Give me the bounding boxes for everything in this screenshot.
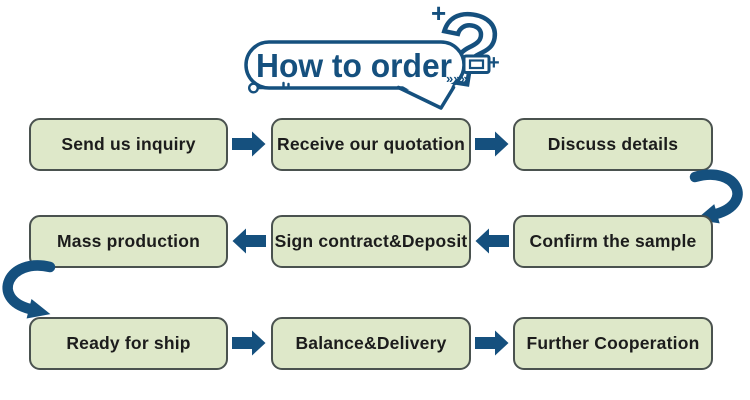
arrow-right-icon bbox=[475, 330, 509, 356]
curved-arrow-down-right-icon bbox=[2, 260, 56, 319]
monitor-screen bbox=[468, 59, 485, 70]
arrow-right-icon bbox=[232, 330, 266, 356]
monitor-icon bbox=[462, 54, 491, 74]
step-confirm-the-sample: Confirm the sample bbox=[513, 215, 713, 268]
step-balance-delivery: Balance&Delivery bbox=[271, 317, 471, 370]
key-icon bbox=[247, 81, 293, 94]
page-title: How to order bbox=[256, 47, 452, 84]
step-label: Balance&Delivery bbox=[295, 333, 447, 353]
step-mass-production: Mass production bbox=[29, 215, 228, 268]
step-label: Sign contract&Deposit bbox=[274, 231, 468, 251]
step-label: Ready for ship bbox=[66, 333, 191, 353]
monitor-outline bbox=[462, 54, 491, 74]
step-ready-for-ship: Ready for ship bbox=[29, 317, 228, 370]
step-sign-contract-deposit: Sign contract&Deposit bbox=[271, 215, 471, 268]
speech-bubble: How to order bbox=[244, 40, 466, 110]
step-label: Discuss details bbox=[547, 134, 679, 154]
speech-bubble-tail bbox=[396, 85, 456, 110]
title-group: ? How to order + + »»» bbox=[244, 0, 509, 112]
step-label: Mass production bbox=[56, 231, 200, 251]
arrow-right-icon bbox=[475, 131, 509, 157]
arrow-left-icon bbox=[475, 228, 509, 254]
step-label: Confirm the sample bbox=[529, 231, 697, 251]
arrow-left-icon bbox=[232, 228, 266, 254]
plus-icon: + bbox=[431, 0, 446, 28]
speech-bubble-tail-fill bbox=[399, 84, 453, 108]
step-label: Send us inquiry bbox=[61, 134, 196, 154]
step-send-us-inquiry: Send us inquiry bbox=[29, 118, 228, 171]
step-discuss-details: Discuss details bbox=[513, 118, 713, 171]
step-label: Further Cooperation bbox=[526, 333, 700, 353]
plus-icon: + bbox=[488, 52, 500, 74]
step-label: Receive our quotation bbox=[277, 134, 465, 154]
chevrons-icon: »»» bbox=[446, 71, 468, 86]
step-further-cooperation: Further Cooperation bbox=[513, 317, 713, 370]
arrow-right-icon bbox=[232, 131, 266, 157]
step-receive-our-quotation: Receive our quotation bbox=[271, 118, 471, 171]
curved-arrow-down-left-icon bbox=[689, 169, 743, 224]
